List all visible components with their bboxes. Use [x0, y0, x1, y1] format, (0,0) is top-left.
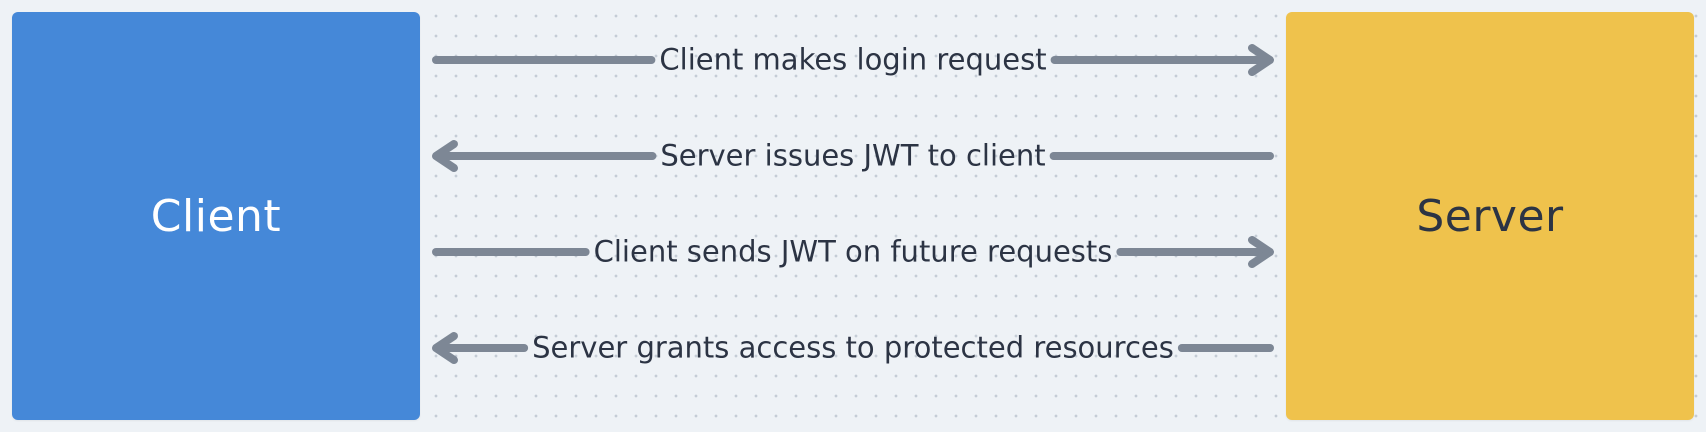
edge-label-login-request: Client makes login request	[659, 42, 1047, 77]
arrowhead-icon	[1248, 44, 1274, 76]
arrow-2	[432, 140, 1274, 172]
arrow-1	[432, 44, 1274, 76]
edge-label-grant-access: Server grants access to protected resour…	[532, 330, 1174, 365]
arrowhead-icon	[432, 332, 458, 364]
arrow-4	[432, 332, 1274, 364]
arrow-3	[432, 236, 1274, 268]
edge-label-send-jwt: Client sends JWT on future requests	[593, 234, 1113, 269]
server-node: Server	[1286, 12, 1694, 420]
arrowhead-icon	[432, 140, 458, 172]
client-node-label: Client	[150, 190, 282, 242]
arrowhead-icon	[1248, 236, 1274, 268]
server-node-label: Server	[1416, 190, 1564, 242]
edge-label-issue-jwt: Server issues JWT to client	[660, 138, 1046, 173]
client-node: Client	[12, 12, 420, 420]
